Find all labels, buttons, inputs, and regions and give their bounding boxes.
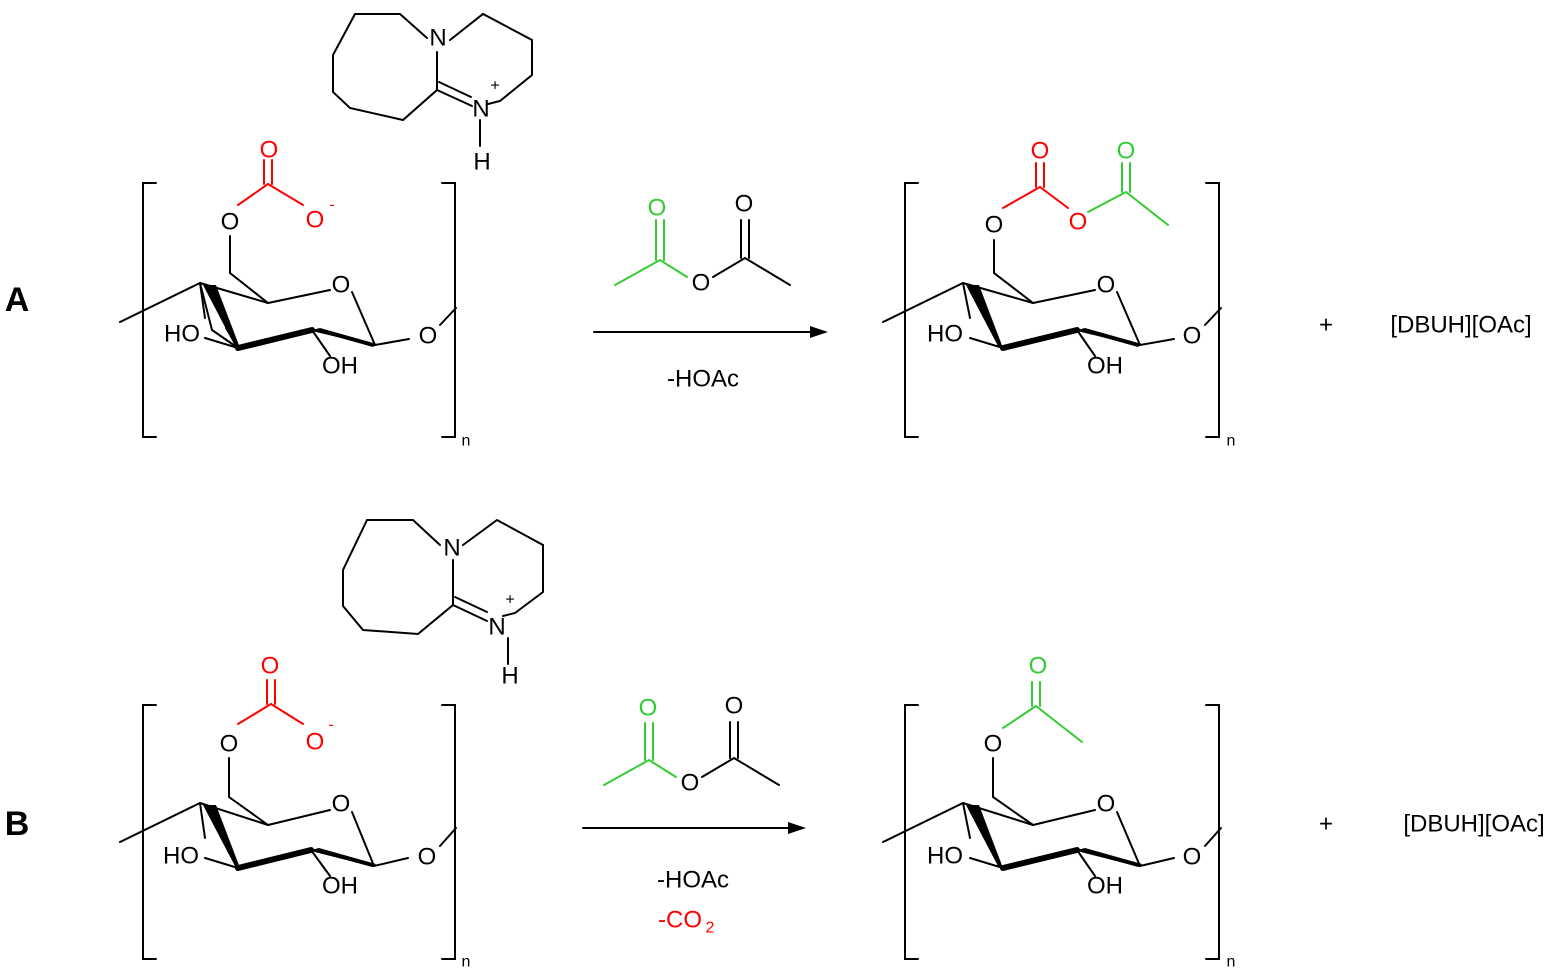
condition-co2-b: -CO — [658, 907, 702, 934]
dbuh-n-top-a: N — [429, 25, 446, 52]
plus-sign-b: + — [1319, 811, 1333, 838]
scheme-b-label: B — [5, 805, 30, 843]
anhydride-o-black-a: O — [735, 191, 754, 218]
dbuh-charge-a: + — [490, 78, 499, 95]
acetic-anhydride-b: O O O — [603, 693, 780, 797]
subscript-n-b2: n — [1227, 954, 1236, 969]
cellulose-carbonate-b: n O O O - O O HO OH — [119, 653, 471, 969]
product-a: n O O O O O O HO OH — [882, 138, 1236, 450]
product-b: n O O O O HO OH — [882, 653, 1236, 969]
product-o-top-green-b: O — [1029, 653, 1048, 680]
anhydride-o-black-b: O — [725, 693, 744, 720]
byproduct-b: [DBUH][OAc] — [1403, 811, 1544, 838]
carbonate-o-top-b: O — [261, 653, 280, 680]
carbonate-o-minus-a: O — [306, 207, 325, 234]
product-oh-b: OH — [1087, 873, 1123, 900]
product-ring-o-a: O — [1097, 272, 1116, 299]
carbonate-o-link-a: O — [221, 209, 240, 236]
glyco-o-b: O — [418, 844, 437, 871]
oh-a: OH — [322, 353, 358, 380]
product-o-link-a: O — [985, 212, 1004, 239]
dbuh-n-top-b: N — [443, 535, 460, 562]
anhydride-o-green-b: O — [639, 695, 658, 722]
dbuh-n-bottom-b: N — [488, 614, 505, 641]
dbuh-charge-b: + — [505, 592, 514, 609]
condition-hoac-a: -HOAc — [667, 366, 739, 393]
product-o-top-green-a: O — [1117, 138, 1136, 165]
carbonate-o-link-b: O — [220, 731, 239, 758]
anhydride-o-green-a: O — [648, 195, 667, 222]
product-glyco-o-a: O — [1183, 323, 1202, 350]
scheme-a: A N N + H n O O O - — [5, 12, 1532, 450]
anhydride-o-bridge-b: O — [681, 770, 700, 797]
scheme-a-label: A — [5, 281, 30, 319]
product-oh-a: OH — [1087, 353, 1123, 380]
ring-o-b: O — [332, 791, 351, 818]
minus-charge-a: - — [329, 197, 334, 214]
dbuh-n-bottom-a: N — [472, 96, 489, 123]
dbuh-h-b: H — [501, 663, 518, 690]
dbuh-cation-b: N N + H — [342, 518, 544, 690]
subscript-n-a2: n — [1227, 433, 1236, 450]
plus-sign-a: + — [1319, 312, 1333, 339]
product-o-top-red-a: O — [1031, 138, 1050, 165]
subscript-n-a1: n — [462, 433, 471, 450]
cellulose-carbonate-a: n O O O - O O HO OH — [119, 137, 471, 450]
dbuh-cation-a: N N + H — [332, 12, 533, 176]
acetic-anhydride-a: O O O — [614, 191, 791, 297]
product-ring-o-b: O — [1097, 791, 1116, 818]
product-ho-b: HO — [927, 843, 963, 870]
condition-hoac-b: -HOAc — [657, 867, 729, 894]
ring-o-a: O — [332, 272, 351, 299]
dbuh-h-a: H — [473, 149, 490, 176]
subscript-n-b1: n — [462, 954, 471, 969]
ho-b: HO — [163, 843, 199, 870]
carbonate-o-top-a: O — [260, 137, 279, 164]
product-o-bridge-red-a: O — [1069, 209, 1088, 236]
condition-co2-subscript-b: 2 — [706, 920, 715, 937]
reaction-arrow-b: -HOAc -CO 2 — [582, 822, 806, 937]
scheme-b: B N N + H n O O O - — [5, 518, 1545, 969]
ho-a: HO — [164, 321, 200, 348]
product-o-link-b: O — [984, 731, 1003, 758]
product-glyco-o-b: O — [1183, 844, 1202, 871]
carbonate-o-minus-b: O — [306, 729, 325, 756]
glyco-o-a: O — [419, 323, 438, 350]
oh-b: OH — [322, 873, 358, 900]
byproduct-a: [DBUH][OAc] — [1390, 312, 1531, 339]
anhydride-o-bridge-a: O — [692, 270, 711, 297]
product-ho-a: HO — [927, 321, 963, 348]
minus-charge-b: - — [328, 717, 333, 734]
reaction-arrow-a: -HOAc — [593, 326, 828, 393]
